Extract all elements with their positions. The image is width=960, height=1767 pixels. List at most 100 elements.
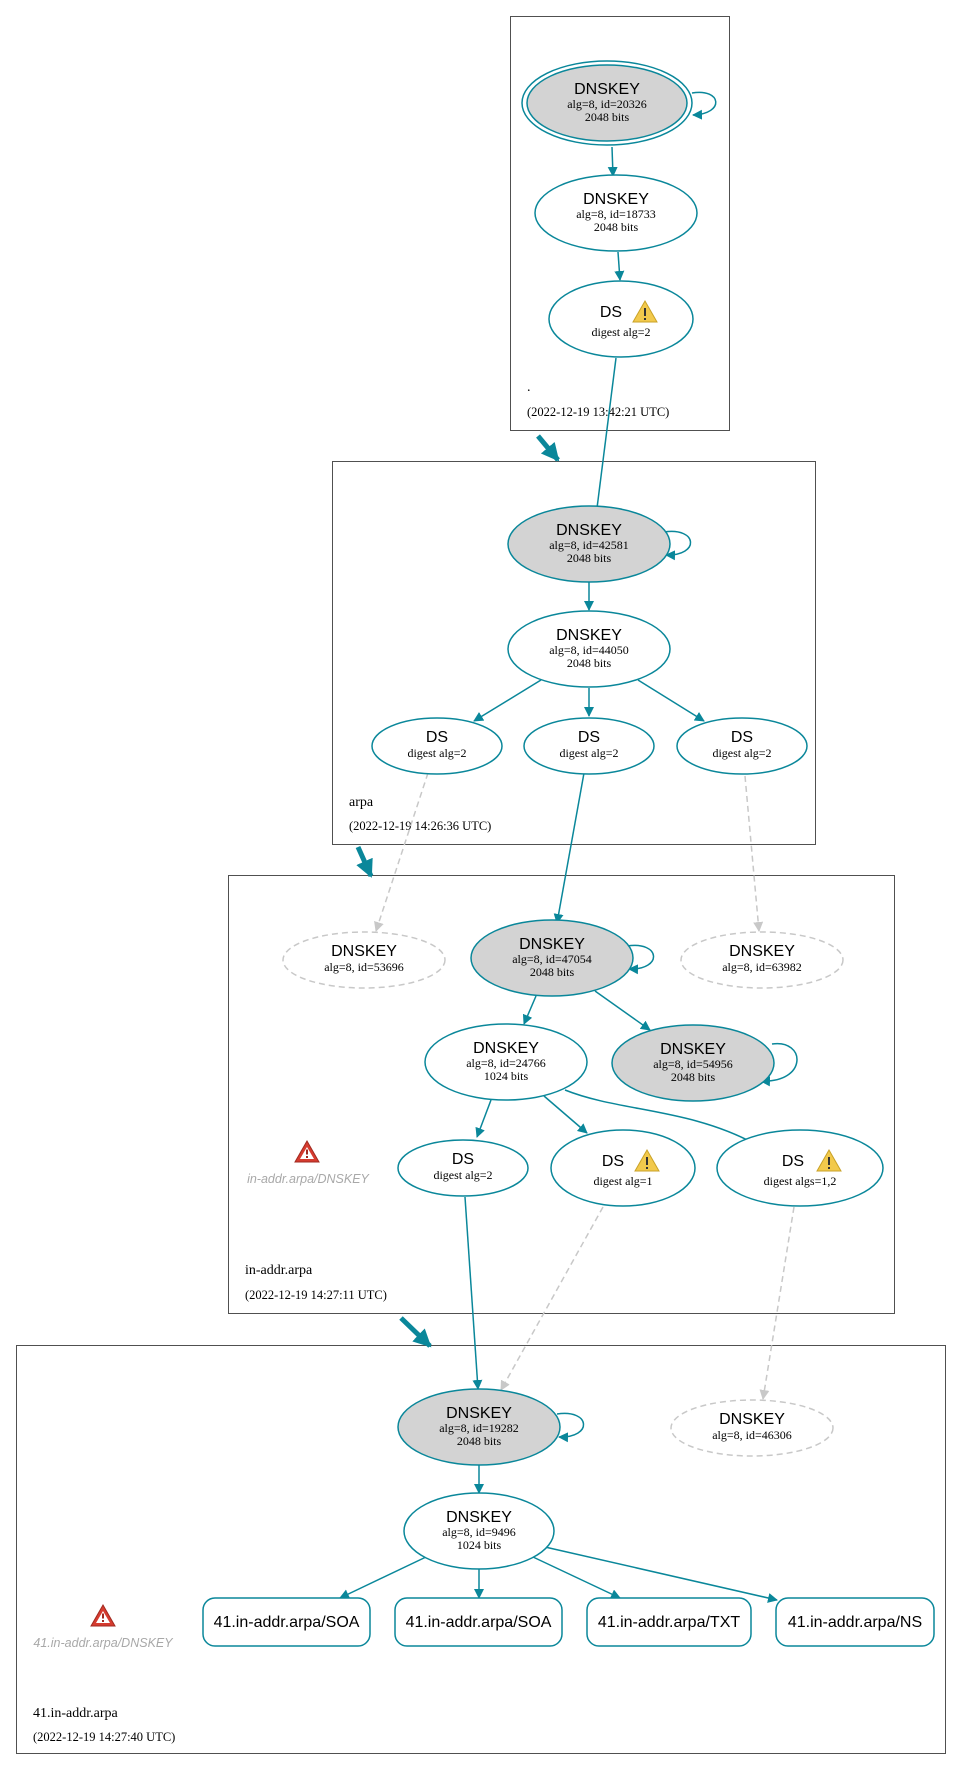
rrset-txt[interactable]: 41.in-addr.arpa/TXT — [586, 1597, 752, 1647]
self-loop — [556, 1412, 585, 1443]
node-detail: digest alg=2 — [712, 746, 771, 760]
dnskey-node-53696[interactable]: DNSKEY alg=8, id=53696 — [282, 931, 446, 989]
zone-name: 41.in-addr.arpa — [33, 1706, 119, 1721]
zone-box — [16, 1345, 946, 1754]
node-shape — [680, 931, 844, 989]
node-title: DNSKEY — [556, 522, 622, 539]
node-title: DS — [600, 304, 622, 321]
warning-icon — [816, 1148, 842, 1172]
zone-box — [228, 875, 895, 1314]
node-title: DNSKEY — [583, 191, 649, 208]
node-shape — [523, 717, 655, 775]
node-title: DNSKEY — [519, 936, 585, 953]
node-title: DNSKEY — [574, 81, 640, 98]
zone-date: (2022-12-19 14:26:36 UTC) — [349, 819, 491, 833]
zone-name: arpa — [349, 795, 374, 810]
error-label: 41.in-addr.arpa/DNSKEY — [33, 1636, 174, 1650]
node-shape — [548, 280, 694, 358]
node-title: DS — [426, 729, 448, 746]
node-shape — [716, 1129, 884, 1207]
zone-41-in-addr-arpa: 41.in-addr.arpa (2022-12-19 14:27:40 UTC… — [16, 1345, 946, 1754]
dnskey-node-19282[interactable]: DNSKEY alg=8, id=19282 2048 bits — [397, 1388, 561, 1466]
ds-node-inaddr-3[interactable]: DS digest algs=1,2 — [716, 1129, 884, 1207]
node-shape — [670, 1399, 834, 1457]
rrset-box — [775, 1597, 935, 1647]
node-detail: digest alg=2 — [433, 1168, 492, 1182]
edge — [339, 1556, 427, 1599]
zone-name: in-addr.arpa — [245, 1263, 313, 1278]
node-detail: alg=8, id=18733 — [576, 207, 656, 221]
dnskey-node-54956[interactable]: DNSKEY alg=8, id=54956 2048 bits — [611, 1024, 775, 1102]
rrset-box — [202, 1597, 371, 1647]
edge — [464, 1196, 483, 1390]
dnskey-node-42581[interactable]: DNSKEY alg=8, id=42581 2048 bits — [507, 505, 671, 583]
node-detail: 2048 bits — [585, 110, 630, 124]
ds-node-arpa-2[interactable]: DS digest alg=2 — [523, 717, 655, 775]
zone-arpa: arpa (2022-12-19 14:26:36 UTC) — [332, 461, 816, 845]
edges — [339, 146, 795, 1603]
rrset-box — [586, 1597, 752, 1647]
rrset-ns[interactable]: 41.in-addr.arpa/NS — [775, 1597, 935, 1647]
dnskey-node-24766[interactable]: DNSKEY alg=8, id=24766 1024 bits — [424, 1023, 588, 1101]
dnskey-node-44050[interactable]: DNSKEY alg=8, id=44050 2048 bits — [507, 610, 671, 688]
rrset-soa-1[interactable]: 41.in-addr.arpa/SOA — [202, 1597, 371, 1647]
edge — [473, 679, 542, 722]
ds-node-arpa-3[interactable]: DS digest alg=2 — [676, 717, 808, 775]
node-detail: alg=8, id=44050 — [549, 643, 629, 657]
node-shape — [403, 1492, 555, 1570]
node-shape — [282, 931, 446, 989]
ds-node-arpa-1[interactable]: DS digest alg=2 — [371, 717, 503, 775]
node-detail: digest alg=1 — [593, 1174, 652, 1188]
node-shape — [470, 919, 634, 997]
dnskey-node-9496[interactable]: DNSKEY alg=8, id=9496 1024 bits — [403, 1492, 555, 1570]
node-title: DS — [731, 729, 753, 746]
rrset-soa-2[interactable]: 41.in-addr.arpa/SOA — [394, 1597, 563, 1647]
delegation-arrow-root-arpa — [536, 434, 560, 462]
node-shape — [507, 505, 671, 583]
node-detail: 2048 bits — [594, 220, 639, 234]
edge — [607, 146, 618, 177]
node-detail: alg=8, id=47054 — [512, 952, 592, 966]
dnskey-node-63982[interactable]: DNSKEY alg=8, id=63982 — [680, 931, 844, 989]
self-loops — [556, 91, 798, 1443]
error-icon — [294, 1139, 320, 1163]
zone-date: (2022-12-19 13:42:21 UTC) — [527, 405, 669, 419]
delegation-arrow-arpa-inaddr — [355, 845, 374, 878]
dnskey-node-20326[interactable]: DNSKEY alg=8, id=20326 2048 bits — [521, 60, 693, 146]
node-detail: alg=8, id=42581 — [549, 538, 629, 552]
edge — [637, 679, 705, 722]
edge-dashed — [374, 772, 429, 932]
edge-dashed — [500, 1206, 604, 1391]
node-detail: 2048 bits — [567, 656, 612, 670]
node-title: DNSKEY — [473, 1040, 539, 1057]
ds-node-root[interactable]: DS digest alg=2 — [548, 280, 694, 358]
ds-node-inaddr-2[interactable]: DS digest alg=1 — [550, 1129, 696, 1207]
node-detail: 1024 bits — [457, 1538, 502, 1552]
node-shape — [534, 174, 698, 252]
node-title: DS — [602, 1153, 624, 1170]
ds-node-inaddr-1[interactable]: DS digest alg=2 — [397, 1139, 529, 1197]
zone-name: . — [527, 380, 531, 395]
node-detail: 1024 bits — [484, 1069, 529, 1083]
edge — [532, 1556, 621, 1599]
zone-in-addr-arpa: in-addr.arpa (2022-12-19 14:27:11 UTC) i… — [228, 875, 895, 1314]
warning-icon — [632, 299, 658, 323]
rrset-label: 41.in-addr.arpa/NS — [788, 1614, 922, 1631]
dnskey-node-46306[interactable]: DNSKEY alg=8, id=46306 — [670, 1399, 834, 1457]
node-title: DNSKEY — [556, 627, 622, 644]
dnskey-node-18733[interactable]: DNSKEY alg=8, id=18733 2048 bits — [534, 174, 698, 252]
node-detail: 2048 bits — [457, 1434, 502, 1448]
node-detail: alg=8, id=9496 — [442, 1525, 516, 1539]
edge-dashed — [759, 1206, 795, 1400]
node-shape — [507, 610, 671, 688]
rrset-label: 41.in-addr.arpa/SOA — [214, 1614, 360, 1631]
edge — [614, 251, 625, 281]
delegation-arrows — [355, 434, 560, 1348]
dnskey-node-47054[interactable]: DNSKEY alg=8, id=47054 2048 bits — [470, 919, 634, 997]
node-title: DS — [782, 1153, 804, 1170]
zone-box — [332, 461, 816, 845]
edge — [522, 995, 537, 1025]
edge — [475, 1099, 492, 1138]
edge-dashed — [744, 775, 764, 932]
